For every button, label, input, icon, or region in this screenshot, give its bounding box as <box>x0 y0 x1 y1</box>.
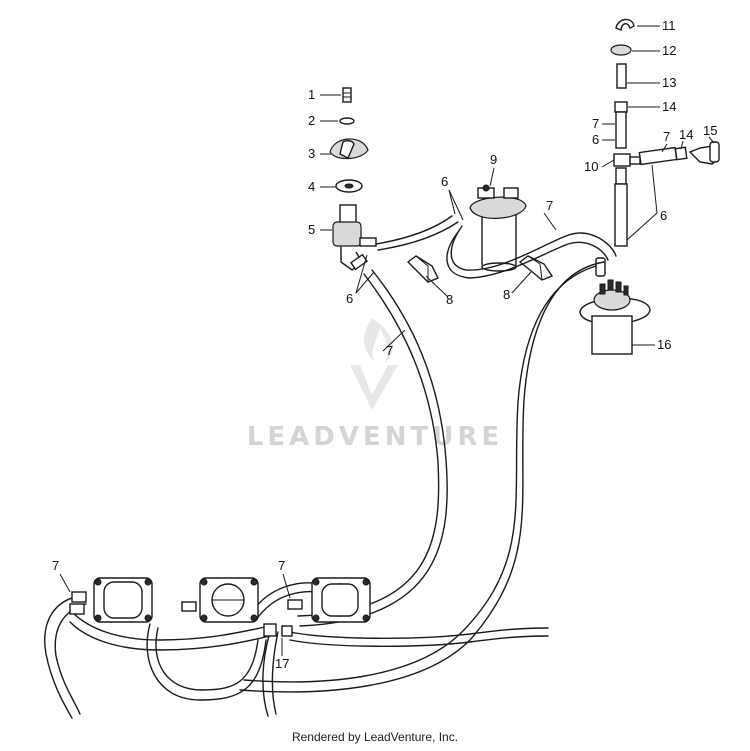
carburetor-right <box>263 577 371 637</box>
callout-8-left: 8 <box>446 292 453 307</box>
carburetor-middle <box>181 577 259 623</box>
watermark-text: LEADVENTURE <box>247 422 503 452</box>
callout-6-valve: 6 <box>346 291 353 306</box>
callout-15: 15 <box>703 123 717 138</box>
callout-13: 13 <box>662 75 676 90</box>
callout-14-right: 14 <box>679 127 693 142</box>
callout-6-right: 6 <box>660 208 667 223</box>
callout-7-center: 7 <box>278 558 285 573</box>
carburetor-left <box>69 577 153 623</box>
leader-lines <box>59 25 715 656</box>
callout-17: 17 <box>275 656 289 671</box>
callout-4: 4 <box>308 179 315 194</box>
callout-8-right: 8 <box>503 287 510 302</box>
callout-11: 11 <box>662 18 676 33</box>
fuel-valve-assembly <box>329 87 377 271</box>
callout-14-upper: 14 <box>662 99 676 114</box>
callout-3: 3 <box>308 146 315 161</box>
fuel-hoses <box>44 215 617 719</box>
callout-16: 16 <box>657 337 671 352</box>
callout-9: 9 <box>490 152 497 167</box>
callout-labels: 1 2 3 4 5 6 6 6 6 7 7 7 7 7 7 8 8 9 10 1… <box>52 18 717 671</box>
footer-credit: Rendered by LeadVenture, Inc. <box>291 730 459 744</box>
hose-clamp-left <box>406 255 439 283</box>
callout-6-filter: 6 <box>441 174 448 189</box>
callout-7-left: 7 <box>52 558 59 573</box>
callout-1: 1 <box>308 87 315 102</box>
fuel-tank-sender <box>579 257 651 355</box>
callout-7-long: 7 <box>386 343 393 358</box>
callout-7-right: 7 <box>663 129 670 144</box>
callout-2: 2 <box>308 113 315 128</box>
tee-fitting-assembly <box>610 18 720 247</box>
callout-5: 5 <box>308 222 315 237</box>
leadventure-watermark-logo <box>350 318 398 410</box>
hose-clamp-right <box>518 255 554 281</box>
callout-7-tee: 7 <box>592 116 599 131</box>
callout-12: 12 <box>662 43 676 58</box>
callout-6-tee: 6 <box>592 132 599 147</box>
callout-7-upper: 7 <box>546 198 553 213</box>
callout-10: 10 <box>584 159 598 174</box>
